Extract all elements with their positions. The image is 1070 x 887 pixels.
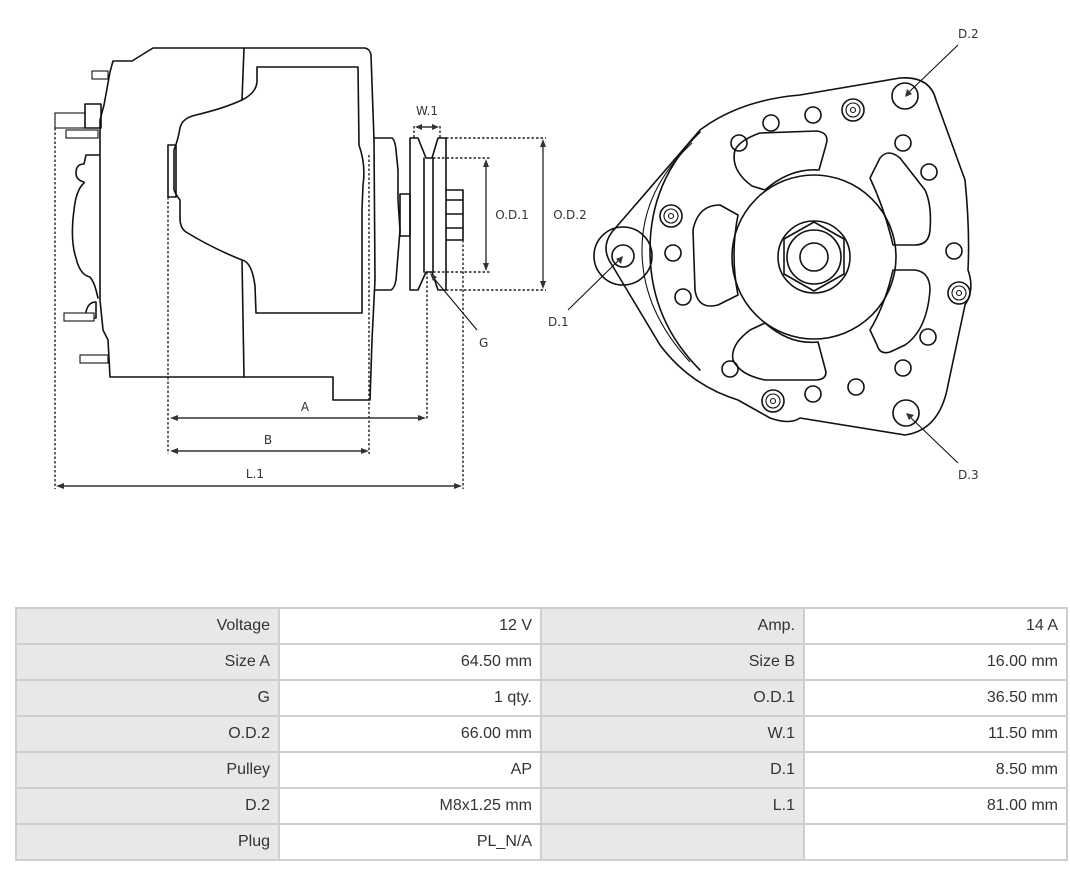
spec-label: D.1 <box>540 751 805 789</box>
spec-value: 81.00 mm <box>803 787 1068 825</box>
spec-label: Amp. <box>540 607 805 645</box>
spec-label <box>540 823 805 861</box>
screw-icon <box>841 98 865 122</box>
spec-label: G <box>15 679 280 717</box>
callout-d1: D.1 <box>548 256 623 329</box>
vent-slot <box>692 204 739 307</box>
stud-icon <box>91 70 109 80</box>
vent-slot <box>869 152 932 246</box>
stud-icon <box>63 312 95 322</box>
front-hub <box>374 137 401 291</box>
spec-value: 64.50 mm <box>278 643 542 681</box>
mount-hole-d3 <box>892 399 920 427</box>
mount-hole-d2 <box>891 82 919 110</box>
spec-value: M8x1.25 mm <box>278 787 542 825</box>
label-od1: O.D.1 <box>495 208 528 222</box>
label-w1: W.1 <box>416 104 438 118</box>
end-frame-inner-arc <box>649 131 701 371</box>
screw-icon <box>761 389 785 413</box>
shaft-nut-icon <box>783 221 845 292</box>
stud-icon <box>65 129 99 139</box>
screw-icon <box>659 204 683 228</box>
label-d3: D.3 <box>958 468 979 482</box>
stud-base <box>84 103 102 129</box>
callout-d3: D.3 <box>906 413 979 482</box>
dimension-od1: O.D.1 <box>483 159 529 271</box>
spec-label: Pulley <box>15 751 280 789</box>
spec-label: Plug <box>15 823 280 861</box>
stator-window <box>173 66 365 314</box>
dimension-l1: L.1 <box>56 467 462 489</box>
alternator-front-view: D.2 D.1 D.3 <box>548 27 979 482</box>
spec-value: 66.00 mm <box>278 715 542 753</box>
spec-value: 1 qty. <box>278 679 542 717</box>
spec-value: 8.50 mm <box>803 751 1068 789</box>
spec-label: O.D.2 <box>15 715 280 753</box>
vent-slot <box>733 130 828 191</box>
stud-icon <box>79 354 109 364</box>
label-od2: O.D.2 <box>553 208 586 222</box>
housing-outline <box>99 47 376 401</box>
spec-value: 36.50 mm <box>803 679 1068 717</box>
label-d1: D.1 <box>548 315 569 329</box>
mount-lug <box>593 226 653 286</box>
spec-label: Size A <box>15 643 280 681</box>
label-d2: D.2 <box>958 27 979 41</box>
label-g: G <box>479 336 488 350</box>
label-l1: L.1 <box>246 467 264 481</box>
spec-value: AP <box>278 751 542 789</box>
vent-holes <box>664 106 963 403</box>
dimension-w1: W.1 <box>415 104 439 130</box>
callout-g: G <box>430 273 488 350</box>
label-a: A <box>301 400 310 414</box>
label-b: B <box>264 433 272 447</box>
callout-d2: D.2 <box>905 27 979 97</box>
spec-value: 16.00 mm <box>803 643 1068 681</box>
alternator-side-view: W.1 O.D.1 O.D.2 G A <box>54 47 587 489</box>
vent-slot <box>731 322 827 381</box>
alternator-technical-drawing: W.1 O.D.1 O.D.2 G A <box>54 27 979 489</box>
vent-slot <box>869 269 931 354</box>
spec-value <box>803 823 1068 861</box>
spec-value: 11.50 mm <box>803 715 1068 753</box>
spec-value: 14 A <box>803 607 1068 645</box>
spec-label: W.1 <box>540 715 805 753</box>
rear-cover <box>71 154 100 299</box>
end-frame-inner-arc <box>641 142 693 363</box>
mount-hole-d1 <box>611 244 635 268</box>
spec-label: Size B <box>540 643 805 681</box>
spec-value: 12 V <box>278 607 542 645</box>
shaft <box>399 193 411 237</box>
spec-label: Voltage <box>15 607 280 645</box>
dimension-od2: O.D.2 <box>540 139 587 289</box>
center-hub <box>731 174 897 340</box>
terminal-block <box>167 144 177 198</box>
screw-icon <box>947 281 971 305</box>
pulley <box>409 137 447 291</box>
spec-value: PL_N/A <box>278 823 542 861</box>
housing-seam <box>241 47 245 378</box>
pulley-nut <box>445 189 464 241</box>
washer <box>786 229 842 285</box>
spec-label: O.D.1 <box>540 679 805 717</box>
spec-label: L.1 <box>540 787 805 825</box>
spec-label: D.2 <box>15 787 280 825</box>
dimension-b: B <box>170 433 369 454</box>
shaft-end <box>799 242 829 272</box>
end-frame-outline <box>605 77 972 436</box>
hub-ring <box>777 220 851 294</box>
stud-icon <box>54 112 86 129</box>
dimension-a: A <box>170 400 426 421</box>
